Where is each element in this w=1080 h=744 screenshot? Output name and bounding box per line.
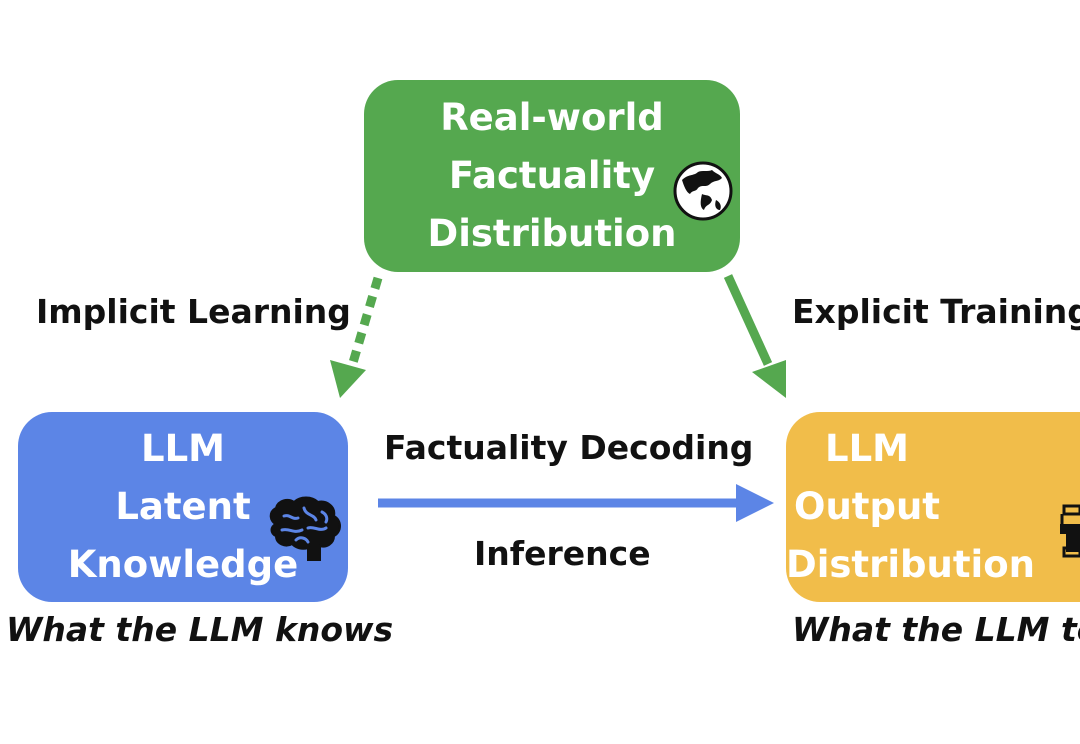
brain-icon — [269, 496, 341, 561]
realworld-line-2: Factuality — [448, 154, 656, 197]
robot-icon — [1060, 504, 1080, 558]
output-line-3: Distribution — [786, 543, 1035, 586]
explicit-training-arrow — [723, 274, 786, 398]
realworld-line-3: Distribution — [427, 212, 677, 255]
globe-icon — [673, 161, 733, 221]
latent-line-1: LLM — [141, 427, 225, 470]
llm-output-distribution-node: LLM Output Distribution — [786, 412, 1080, 602]
factuality-decoding-label: Factuality Decoding — [384, 428, 754, 467]
realworld-line-1: Real-world — [440, 96, 664, 139]
latent-caption: What the LLM knows — [6, 610, 394, 649]
output-caption: What the LLM te — [792, 610, 1080, 649]
implicit-learning-label: Implicit Learning — [36, 292, 351, 331]
explicit-training-label: Explicit Training — [792, 292, 1080, 331]
latent-line-2: Latent — [115, 485, 251, 528]
llm-latent-knowledge-node: LLM Latent Knowledge — [18, 412, 348, 602]
factuality-decoding-arrow — [378, 484, 774, 522]
output-line-2: Output — [794, 485, 940, 528]
output-line-1: LLM — [825, 427, 909, 470]
implicit-learning-arrow — [330, 276, 383, 398]
realworld-factuality-node: Real-world Factuality Distribution — [364, 80, 740, 272]
inference-label: Inference — [474, 534, 651, 573]
latent-line-3: Knowledge — [67, 543, 299, 586]
